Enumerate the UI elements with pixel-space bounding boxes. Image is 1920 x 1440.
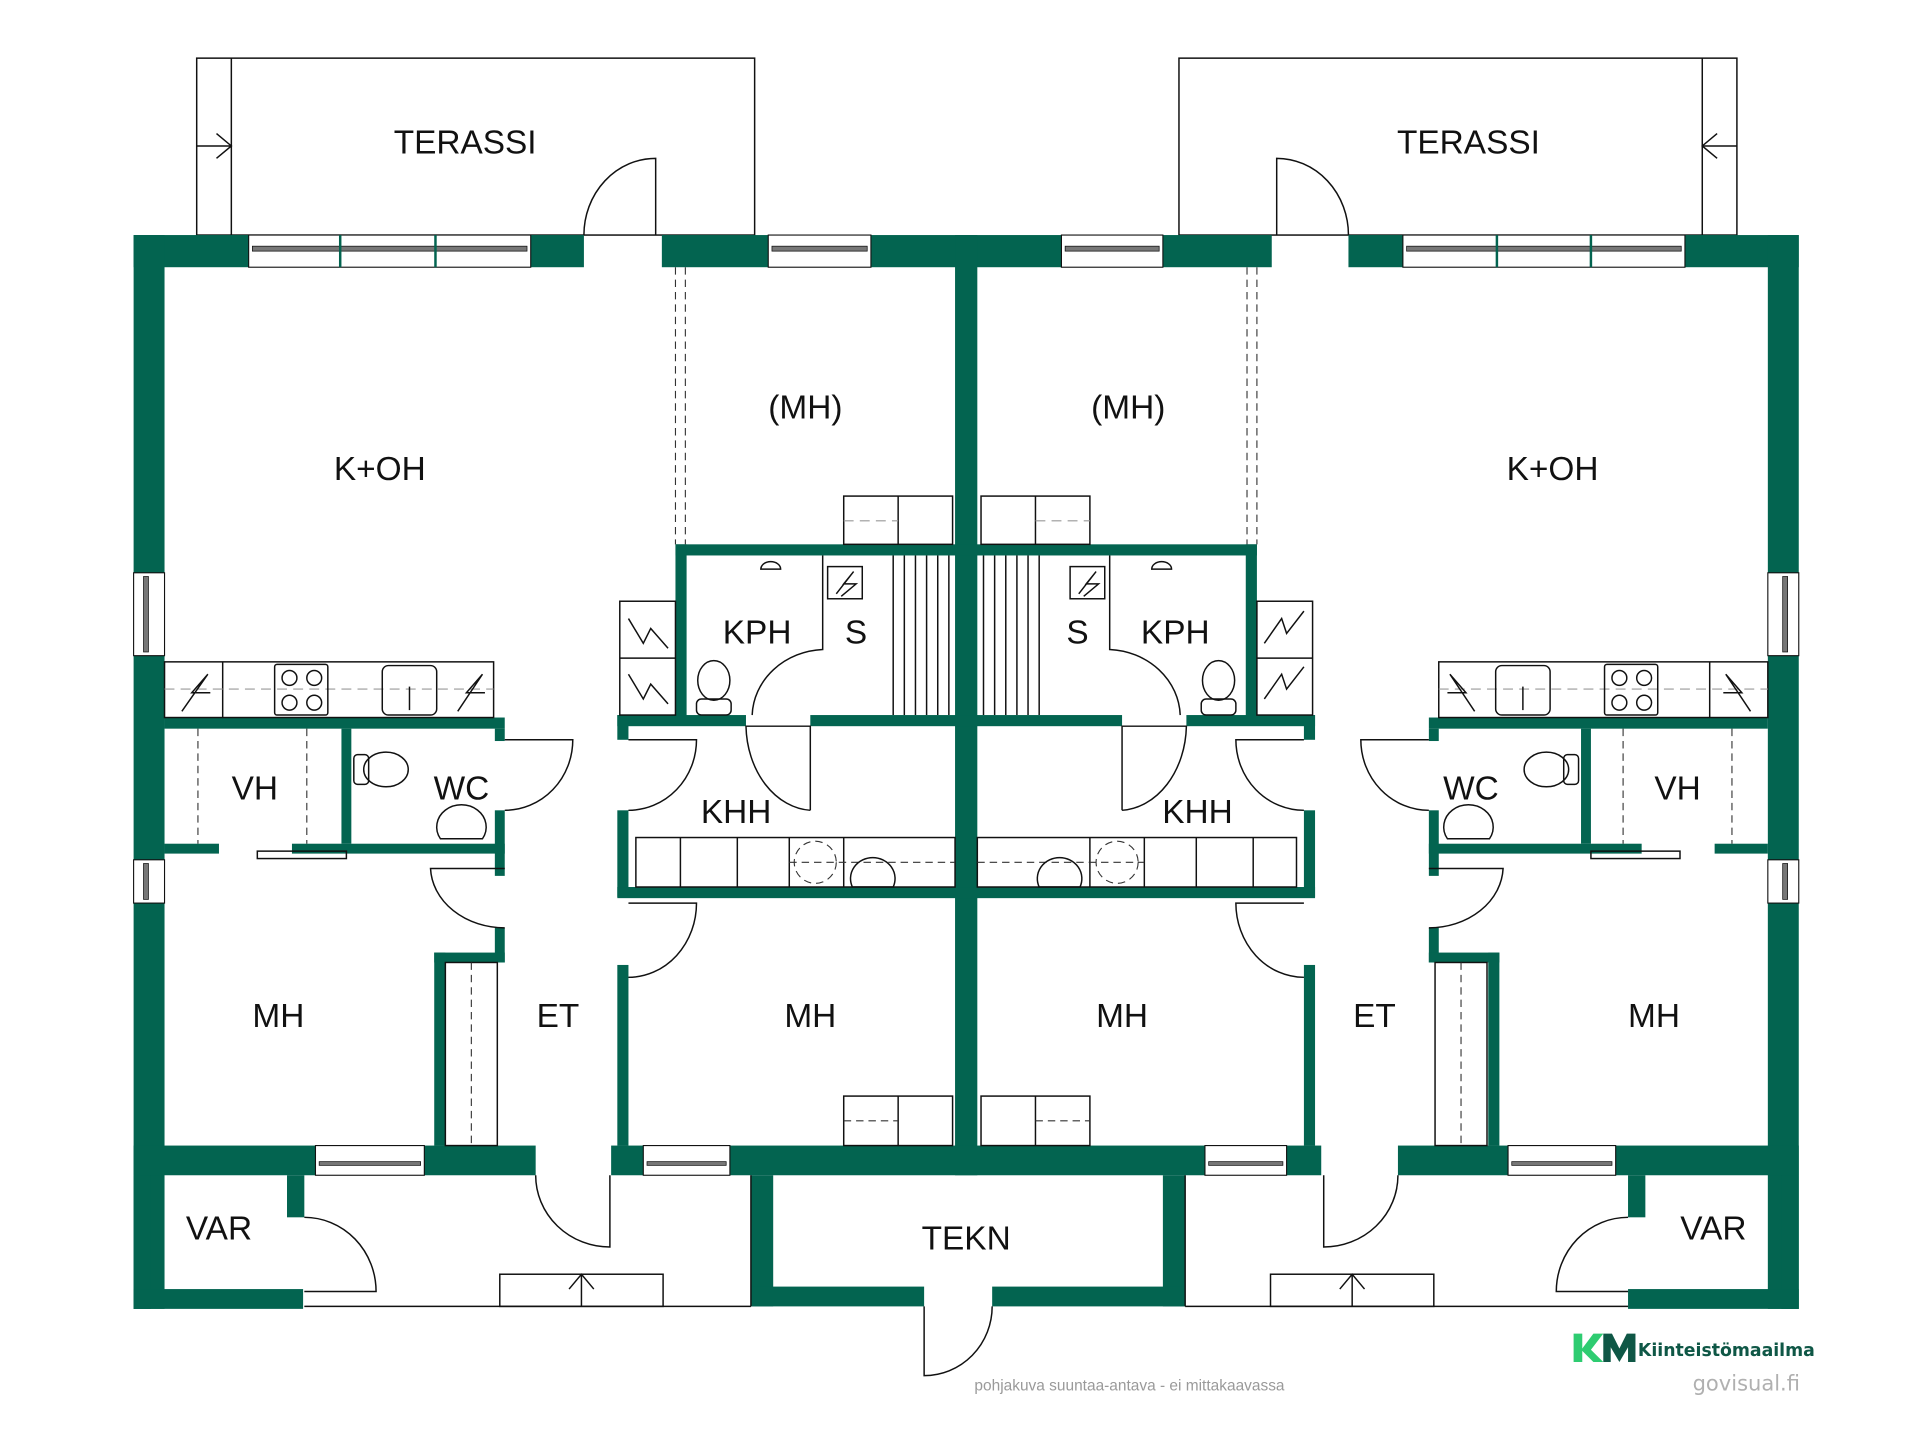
disclaimer-text: pohjakuva suuntaa-antava - ei mittakaava…	[974, 1378, 1285, 1395]
room-label-bedroom-left-2: MH	[784, 998, 836, 1035]
fixtures	[197, 495, 1733, 1147]
room-label-wardrobe-left: VH	[232, 770, 278, 807]
room-label-bedroom-right-2: MH	[1628, 998, 1680, 1035]
room-label-technical: TEKN	[922, 1221, 1011, 1258]
room-label-bathroom-left: KPH	[723, 614, 792, 651]
room-label-terrace-right: TERASSI	[1397, 125, 1540, 162]
kitchen-left	[163, 661, 495, 719]
brand-logo: Kiinteistömaailma	[1573, 1333, 1815, 1363]
brand-name: Kiinteistömaailma	[1638, 1341, 1815, 1361]
website-text: govisual.fi	[1693, 1371, 1800, 1396]
room-label-wardrobe-right: VH	[1654, 770, 1700, 807]
room-label-utility-right: KHH	[1162, 794, 1233, 831]
room-label-toilet-left: WC	[434, 770, 490, 807]
room-label-living-right: K+OH	[1507, 451, 1599, 488]
km-logo-icon	[1573, 1333, 1636, 1363]
outlines	[304, 267, 1629, 1308]
room-label-hall-left: ET	[537, 998, 580, 1035]
room-label-toilet-right: WC	[1443, 770, 1499, 807]
room-label-sauna-left: S	[845, 614, 867, 651]
room-label-hall-right: ET	[1353, 998, 1396, 1035]
kitchen-right	[1438, 661, 1769, 719]
room-label-bedroom-right-1: MH	[1096, 998, 1148, 1035]
room-label-sauna-right: S	[1066, 614, 1088, 651]
room-label-bathroom-right: KPH	[1141, 614, 1210, 651]
room-label-storage-right: VAR	[1680, 1211, 1746, 1248]
room-label-terrace-left: TERASSI	[394, 125, 537, 162]
room-label-bedroom-upper-right: (MH)	[1091, 389, 1165, 426]
room-label-storage-left: VAR	[186, 1211, 252, 1248]
walls	[133, 235, 1799, 1309]
doors	[304, 157, 1629, 1377]
room-label-bedroom-upper-left: (MH)	[768, 389, 842, 426]
room-label-bedroom-left-1: MH	[252, 998, 304, 1035]
room-label-utility-left: KHH	[701, 794, 772, 831]
windows	[133, 234, 1800, 1176]
room-label-living-left: K+OH	[334, 451, 426, 488]
